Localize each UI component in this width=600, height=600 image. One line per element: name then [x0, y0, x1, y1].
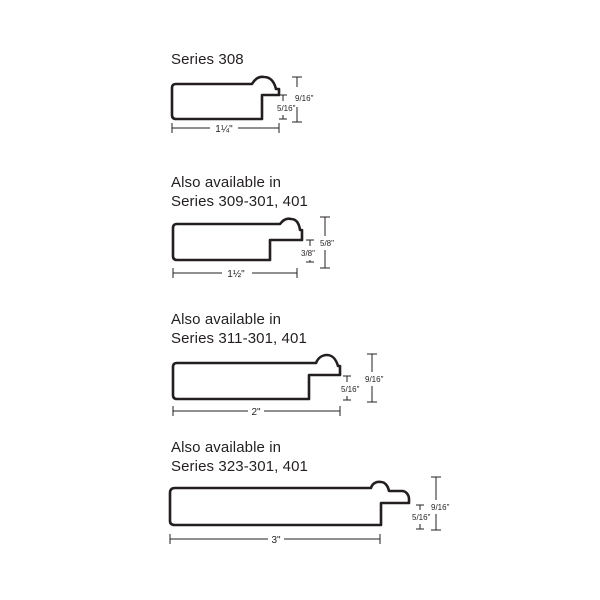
heading-line: Also available in — [171, 311, 282, 328]
series-309-heading: Also available in Series 309-301, 401 — [171, 173, 308, 211]
series-309-profile-outline — [171, 217, 304, 262]
heading-line: Also available in — [171, 439, 282, 456]
series-323-rabbet-label: 5/16" — [412, 513, 431, 522]
heading-line: Series 311-301, 401 — [171, 330, 307, 347]
series-311-rabbet-label: 5/16" — [341, 385, 360, 394]
heading-line: Series 323-301, 401 — [171, 458, 308, 475]
series-308-heading: Series 308 — [171, 50, 244, 69]
series-323-profile-outline — [168, 480, 411, 527]
series-323-height-label: 9/16" — [431, 503, 450, 512]
series-308-width-label: 1¼" — [215, 123, 233, 135]
series-308-profile-outline — [170, 75, 281, 121]
series-308-height-label: 9/16" — [295, 94, 314, 103]
series-323-width-label: 3" — [271, 535, 281, 546]
series-323-heading: Also available in Series 323-301, 401 — [171, 438, 308, 476]
series-311-width-label: 2" — [251, 407, 261, 418]
series-309-width-label: 1½" — [227, 269, 245, 280]
heading-line: Also available in — [171, 174, 282, 191]
series-311-height-label: 9/16" — [365, 375, 384, 384]
heading-line: Series 309-301, 401 — [171, 193, 308, 210]
heading-line: Series 308 — [171, 51, 244, 68]
series-309-rabbet-label: 3/8" — [301, 249, 315, 258]
series-311-heading: Also available in Series 311-301, 401 — [171, 310, 307, 348]
series-311-profile-outline — [171, 353, 342, 401]
series-309-height-label: 5/8" — [320, 239, 334, 248]
series-308-rabbet-label: 5/16" — [277, 104, 296, 113]
